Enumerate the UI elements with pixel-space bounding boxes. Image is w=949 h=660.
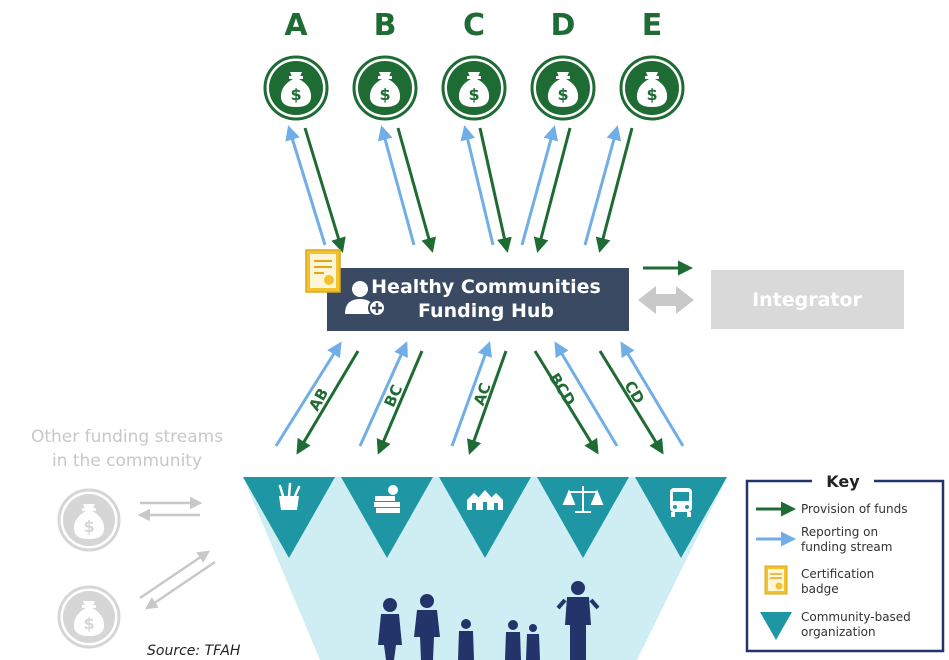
funder-letter: A — [284, 8, 308, 43]
legend-reporting-line1: Reporting on — [801, 525, 878, 539]
money-bag-icon: $ — [530, 55, 596, 121]
funder-letter: E — [642, 8, 663, 43]
integrator-label: Integrator — [752, 289, 862, 311]
legend: Key Provision of funds Reporting on fund… — [745, 472, 945, 653]
money-bag-icon: $ — [352, 55, 418, 121]
hub-title-line2: Funding Hub — [418, 300, 554, 322]
legend-badge-line1: Certification — [801, 567, 874, 581]
legend-provision-label: Provision of funds — [801, 502, 908, 516]
svg-text:$: $ — [83, 614, 94, 633]
stream-label: BC — [381, 382, 407, 410]
hub-to-cbo-arrows — [274, 341, 685, 455]
reporting-arrow — [144, 560, 216, 610]
reporting-arrow — [620, 341, 685, 447]
reporting-arrow — [377, 125, 416, 246]
funder-a: A $ — [263, 8, 329, 121]
organization-education — [341, 477, 433, 558]
reporting-arrow — [460, 125, 495, 246]
funding-arrow — [466, 350, 508, 455]
organization-food — [243, 477, 335, 558]
reporting-arrow — [450, 341, 492, 447]
stream-label: AB — [305, 385, 332, 414]
organization-housing — [439, 477, 531, 558]
funder-letter: C — [463, 8, 485, 43]
legend-cbo-icon — [760, 612, 792, 640]
funding-arrow — [598, 350, 664, 455]
community-people-icon — [378, 581, 600, 660]
svg-text:$: $ — [557, 85, 568, 104]
money-bag-icon: $ — [441, 55, 507, 121]
reporting-arrow — [583, 125, 622, 246]
hub-integrator-link — [638, 260, 694, 314]
hub-title-line1: Healthy Communities — [371, 276, 601, 298]
funding-arrow — [533, 127, 572, 253]
funder-d: D $ — [530, 8, 596, 121]
certification-badge-icon — [305, 249, 341, 293]
justice-scale-icon — [562, 486, 604, 513]
other-streams-line2: in the community — [52, 451, 202, 471]
funder-b: B $ — [352, 8, 418, 121]
legend-badge-line2: badge — [801, 582, 839, 596]
funding-arrow — [396, 127, 437, 253]
legend-cbo-line2: organization — [801, 625, 876, 639]
svg-text:$: $ — [83, 517, 94, 536]
person-add-icon — [345, 281, 386, 317]
funding-arrow — [296, 350, 360, 455]
funder-arrows — [285, 125, 634, 253]
integrator-box — [711, 270, 904, 329]
funding-arrow — [139, 550, 211, 600]
money-bag-icon: $ — [57, 488, 121, 552]
reporting-arrow — [285, 125, 327, 246]
reporting-arrow — [274, 341, 342, 447]
svg-text:$: $ — [290, 85, 301, 104]
reporting-arrow — [520, 125, 559, 246]
integrator: Integrator — [711, 270, 904, 329]
food-basket-icon — [278, 482, 301, 510]
svg-text:$: $ — [468, 85, 479, 104]
reporting-arrow — [554, 341, 619, 447]
legend-badge-icon — [764, 565, 788, 595]
funding-arrow — [376, 350, 424, 455]
svg-text:$: $ — [646, 85, 657, 104]
community-funnel — [243, 477, 727, 660]
money-bag-icon: $ — [57, 585, 121, 649]
community-area — [243, 477, 727, 660]
funding-hub: Healthy Communities Funding Hub — [305, 249, 629, 331]
funder-letter: D — [551, 8, 576, 43]
money-bag-icon: $ — [619, 55, 685, 121]
other-funding-streams: Other funding streams in the community $… — [31, 427, 223, 649]
funder-c: C $ — [441, 8, 507, 121]
funder-list: A $ B $ C $ — [263, 8, 685, 121]
legend-reporting-line2: funding stream — [801, 540, 892, 554]
bus-icon — [670, 488, 692, 517]
funding-arrow — [595, 127, 634, 253]
houses-icon — [467, 490, 503, 510]
funding-arrow — [303, 127, 346, 253]
source-note: Source: TFAH — [147, 643, 241, 659]
svg-text:$: $ — [379, 85, 390, 104]
other-streams-line1: Other funding streams — [31, 427, 223, 447]
books-icon — [374, 485, 400, 513]
funder-letter: B — [374, 8, 397, 43]
legend-cbo-line1: Community-based — [801, 610, 911, 624]
funding-arrow — [533, 350, 599, 455]
funder-e: E $ — [619, 8, 685, 121]
legend-title: Key — [826, 472, 860, 491]
organization-transport — [635, 477, 727, 558]
two-way-arrow-icon — [638, 286, 694, 314]
organization-justice — [537, 477, 629, 558]
funding-arrow — [478, 127, 512, 253]
reporting-arrow — [358, 341, 408, 447]
money-bag-icon: $ — [263, 55, 329, 121]
organization-list — [243, 477, 727, 558]
